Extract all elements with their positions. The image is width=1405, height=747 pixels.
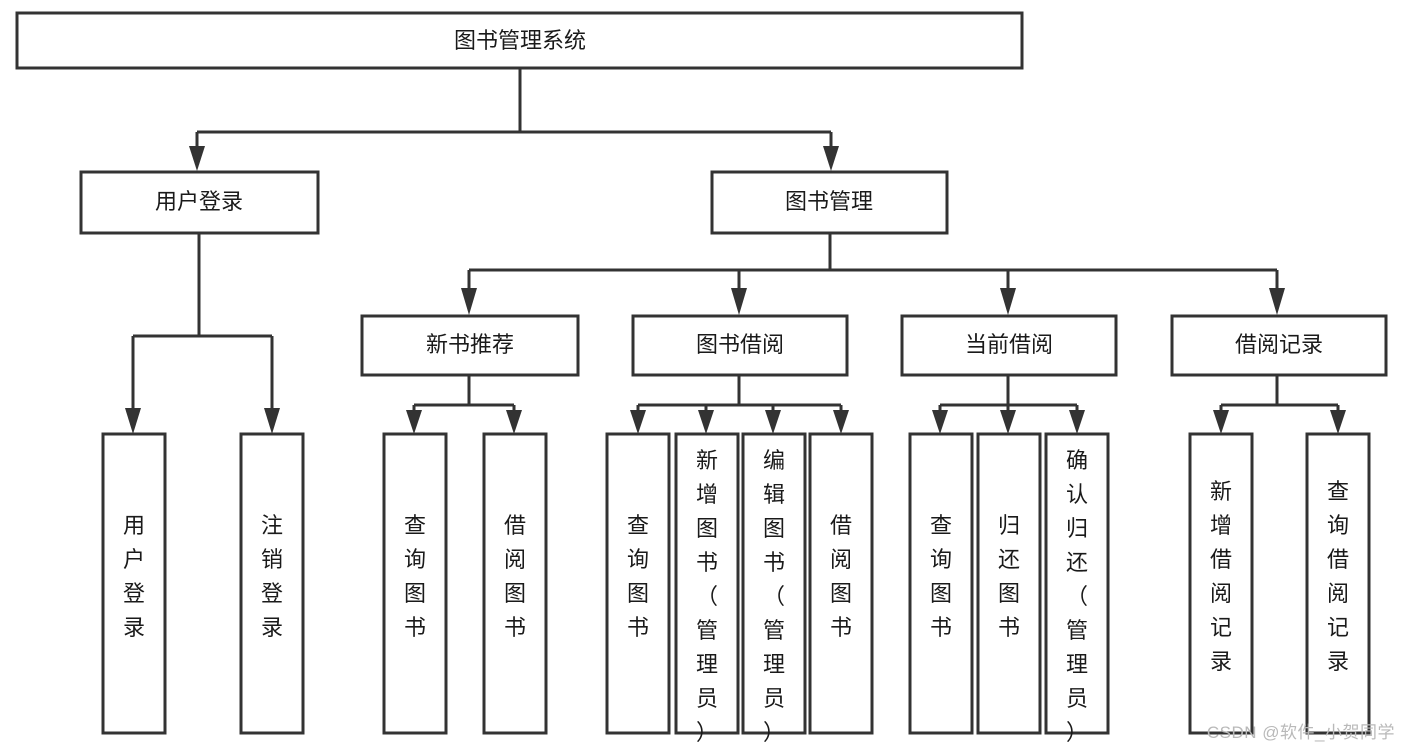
- leaf-book-borrow-2[interactable]: 新增图书（管理员）: [674, 432, 740, 745]
- node-user-login-label: 用户登录: [155, 189, 243, 214]
- leaf-borrow-record-1-label: 新增借阅记录: [1210, 479, 1232, 674]
- arrowhead-root-to-book-mgmt: [823, 146, 839, 171]
- node-book-management[interactable]: 图书管理: [710, 170, 949, 235]
- node-book-borrow-box[interactable]: [631, 314, 849, 377]
- arrowhead-user-login-leaf-1: [125, 408, 141, 434]
- arrowhead-user-login-leaf-2: [264, 408, 280, 434]
- arrowhead-current-borrow-leaf-1: [932, 410, 948, 434]
- leaf-current-borrow-1-box[interactable]: [908, 432, 974, 735]
- node-new-book-recommend-box[interactable]: [360, 314, 580, 377]
- leaf-book-borrow-4[interactable]: 借阅图书: [808, 432, 874, 735]
- leaf-borrow-record-1-box[interactable]: [1188, 432, 1254, 735]
- node-new-book-recommend-label: 新书推荐: [426, 332, 514, 357]
- leaf-book-borrow-3-label: 编辑图书（管理员）: [763, 448, 785, 745]
- arrowhead-to-current-borrow: [1000, 288, 1016, 315]
- leaf-user-login-2[interactable]: 注销登录: [239, 432, 305, 735]
- arrowhead-book-borrow-leaf-3: [765, 410, 781, 434]
- leaf-current-borrow-3[interactable]: 确认归还（管理员）: [1044, 432, 1110, 745]
- node-new-book-recommend[interactable]: 新书推荐: [360, 314, 580, 377]
- arrowhead-new-book-leaf-2: [506, 410, 522, 434]
- arrowhead-borrow-record-leaf-1: [1213, 410, 1229, 434]
- node-borrow-record-box[interactable]: [1170, 314, 1388, 377]
- node-user-login-box[interactable]: [79, 170, 320, 235]
- leaf-new-book-1[interactable]: 查询图书: [382, 432, 448, 735]
- node-root-label: 图书管理系统: [454, 28, 586, 53]
- node-current-borrow-label: 当前借阅: [965, 332, 1053, 357]
- leaf-borrow-record-2-box[interactable]: [1305, 432, 1371, 735]
- arrowhead-borrow-record-leaf-2: [1330, 410, 1346, 434]
- leaf-current-borrow-2[interactable]: 归还图书: [976, 432, 1042, 735]
- arrowhead-book-borrow-leaf-4: [833, 410, 849, 434]
- node-book-management-label: 图书管理: [785, 189, 873, 214]
- leaf-new-book-2-label: 借阅图书: [504, 513, 526, 640]
- leaf-new-book-1-label: 查询图书: [404, 513, 426, 640]
- leaf-current-borrow-3-label: 确认归还（管理员）: [1066, 448, 1088, 745]
- connector-layer: [125, 68, 1346, 434]
- arrowhead-book-borrow-leaf-2: [698, 410, 714, 434]
- leaf-current-borrow-1[interactable]: 查询图书: [908, 432, 974, 735]
- leaf-book-borrow-1[interactable]: 查询图书: [605, 432, 671, 735]
- leaf-new-book-1-box[interactable]: [382, 432, 448, 735]
- node-current-borrow-box[interactable]: [900, 314, 1118, 377]
- node-current-borrow[interactable]: 当前借阅: [900, 314, 1118, 377]
- node-root-book-management-system[interactable]: 图书管理系统: [15, 11, 1024, 70]
- leaf-book-borrow-2-label: 新增图书（管理员）: [696, 448, 718, 745]
- leaf-user-login-1-label: 用户登录: [123, 513, 145, 640]
- leaf-user-login-2-label: 注销登录: [261, 513, 283, 640]
- leaf-current-borrow-1-label: 查询图书: [930, 513, 952, 640]
- leaf-new-book-2-box[interactable]: [482, 432, 548, 735]
- arrowhead-current-borrow-leaf-3: [1069, 410, 1085, 434]
- leaf-borrow-record-1[interactable]: 新增借阅记录: [1188, 432, 1254, 735]
- arrowhead-book-borrow-leaf-1: [630, 410, 646, 434]
- node-book-borrow[interactable]: 图书借阅: [631, 314, 849, 377]
- arrowhead-to-book-borrow: [731, 288, 747, 315]
- node-book-management-box[interactable]: [710, 170, 949, 235]
- node-borrow-record[interactable]: 借阅记录: [1170, 314, 1388, 377]
- node-borrow-record-label: 借阅记录: [1235, 332, 1323, 357]
- leaf-user-login-1[interactable]: 用户登录: [101, 432, 167, 735]
- node-root-box[interactable]: [15, 11, 1024, 70]
- leaf-user-login-2-box[interactable]: [239, 432, 305, 735]
- leaf-current-borrow-2-box[interactable]: [976, 432, 1042, 735]
- arrowhead-to-borrow-record: [1269, 288, 1285, 315]
- node-book-borrow-label: 图书借阅: [696, 332, 784, 357]
- leaf-book-borrow-3[interactable]: 编辑图书（管理员）: [741, 432, 807, 745]
- arrowhead-current-borrow-leaf-2: [1000, 410, 1016, 434]
- leaf-borrow-record-2-label: 查询借阅记录: [1327, 479, 1349, 674]
- leaf-book-borrow-2-box[interactable]: [674, 432, 740, 735]
- leaf-new-book-2[interactable]: 借阅图书: [482, 432, 548, 735]
- arrowhead-new-book-leaf-1: [406, 410, 422, 434]
- leaf-current-borrow-3-box[interactable]: [1044, 432, 1110, 735]
- leaf-book-borrow-1-box[interactable]: [605, 432, 671, 735]
- arrowhead-to-new-book-recommend: [461, 288, 477, 315]
- leaf-book-borrow-4-label: 借阅图书: [830, 513, 852, 640]
- leaf-book-borrow-3-box[interactable]: [741, 432, 807, 735]
- leaf-book-borrow-1-label: 查询图书: [627, 513, 649, 640]
- arrowhead-root-to-user-login: [189, 146, 205, 171]
- leaf-book-borrow-4-box[interactable]: [808, 432, 874, 735]
- leaf-current-borrow-2-label: 归还图书: [998, 513, 1020, 640]
- leaf-user-login-1-box[interactable]: [101, 432, 167, 735]
- csdn-watermark: CSDN @软件_小贺同学: [1206, 723, 1395, 742]
- leaf-borrow-record-2[interactable]: 查询借阅记录: [1305, 432, 1371, 735]
- node-user-login[interactable]: 用户登录: [79, 170, 320, 235]
